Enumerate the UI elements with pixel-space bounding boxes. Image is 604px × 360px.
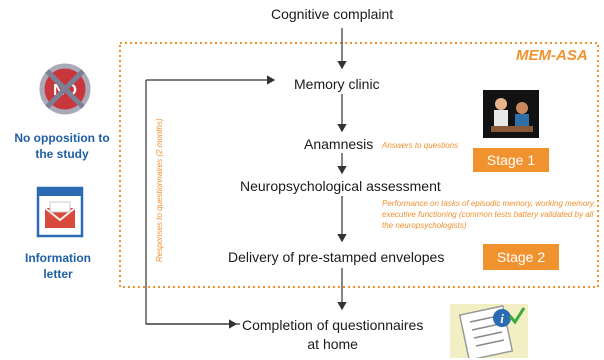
completion-line-2: at home — [307, 336, 358, 352]
information-line-2: letter — [43, 267, 73, 281]
anamnesis-node: Anamnesis — [304, 136, 374, 152]
no-sign-icon: NO — [38, 62, 92, 116]
anamnesis-note: Answers to questions — [382, 141, 459, 150]
responses-label: Responses to questionnaires (2 months) — [155, 118, 164, 262]
mem-asa-frame — [119, 42, 599, 288]
stage-1-badge: Stage 1 — [473, 148, 549, 172]
cognitive-complaint-node: Cognitive complaint — [271, 6, 394, 22]
delivery-node: Delivery of pre-stamped envelopes — [228, 249, 445, 265]
completion-node: Completion of questionnaires at home — [242, 316, 423, 354]
no-opposition-label: No opposition to the study — [4, 130, 120, 162]
clipboard-questionnaire-icon: i — [450, 300, 528, 358]
no-opposition-line-2: the study — [35, 147, 89, 161]
mem-asa-label: MEM-ASA — [516, 47, 588, 64]
doctor-consultation-icon — [483, 90, 539, 138]
svg-text:i: i — [500, 311, 504, 326]
envelope-icon — [36, 186, 84, 238]
information-letter-label: Information letter — [4, 250, 112, 282]
completion-line-1: Completion of questionnaires — [242, 317, 424, 333]
neuropsych-note: Performance on tasks of episodic memory,… — [382, 199, 596, 230]
information-line-1: Information — [25, 251, 91, 265]
stage-2-badge: Stage 2 — [483, 244, 559, 270]
no-opposition-line-1: No opposition to — [14, 131, 110, 145]
memory-clinic-node: Memory clinic — [294, 76, 380, 92]
neuropsych-node: Neuropsychological assessment — [240, 178, 441, 194]
